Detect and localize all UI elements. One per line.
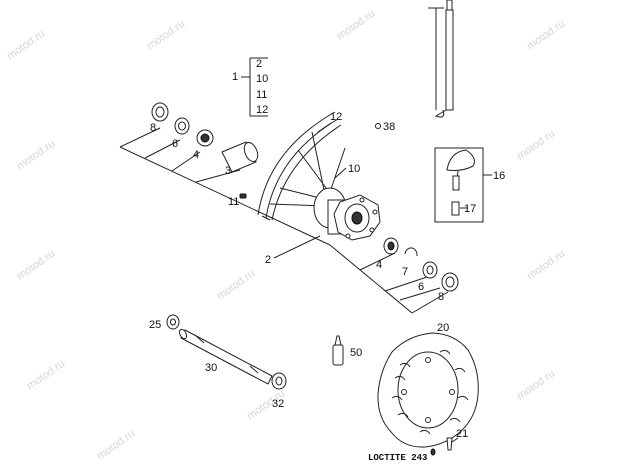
callout-6-bottom: 6	[418, 281, 424, 293]
callout-8-top: 8	[150, 122, 156, 134]
disc-screw	[446, 437, 459, 451]
lower-leader-lines	[329, 244, 449, 314]
watermark-text: motod.ru	[25, 358, 67, 393]
callout-11: 11	[228, 196, 239, 208]
callout-7: 7	[402, 266, 408, 278]
callout-25: 25	[149, 319, 161, 331]
kit-bracket: 1 2 10 11 12	[232, 57, 268, 117]
callout-3: 3	[225, 165, 231, 177]
axle-nut	[166, 314, 180, 330]
callout-4-top: 4	[193, 149, 199, 161]
wheel-hub	[313, 187, 381, 241]
valve-kit-box	[434, 147, 492, 223]
callout-10: 10	[348, 163, 360, 175]
bearing-top	[196, 129, 214, 147]
callout-2: 2	[265, 254, 271, 266]
watermark-text: motod.ru	[515, 368, 557, 403]
watermark-text: motod.ru	[525, 248, 567, 283]
callout-21: 21	[456, 428, 468, 440]
kit-item: 10	[256, 73, 268, 85]
upper-leader-lines	[119, 127, 331, 246]
callout-6-top: 6	[172, 138, 178, 150]
watermark-text: motod.ru	[215, 268, 257, 303]
watermark-text: motod.ru	[95, 428, 137, 463]
callout-50: 50	[350, 347, 362, 359]
kit-number: 1	[232, 71, 238, 83]
watermark-text: motod.ru	[525, 18, 567, 53]
kit-item: 11	[256, 89, 267, 101]
distance-sleeve	[221, 141, 259, 173]
seal-ring-bottom	[441, 272, 459, 292]
callout-16: 16	[493, 170, 505, 182]
kit-item: 2	[256, 58, 262, 70]
watermark-text: motod.ru	[5, 28, 47, 63]
watermark-text: motod.ru	[515, 128, 557, 163]
bearing-bottom	[383, 237, 399, 255]
callout-4-bottom: 4	[376, 259, 382, 271]
seal-ring-top	[151, 102, 169, 122]
axle-collar	[271, 372, 287, 390]
callout-30: 30	[205, 362, 217, 374]
watermark-text: motod.ru	[15, 248, 57, 283]
watermark-text: motod.ru	[145, 18, 187, 53]
brake-disc-icon	[377, 332, 479, 448]
circlip	[404, 247, 418, 257]
watermark-text: motod.ru	[15, 138, 57, 173]
tire-lever	[428, 0, 454, 118]
spacer-ring-top	[174, 117, 190, 135]
callout-8-bottom: 8	[438, 291, 444, 303]
watermark-text: motod.ru	[335, 8, 377, 43]
loctite-label: LOCTITE 243	[368, 453, 427, 463]
callout-32: 32	[272, 398, 284, 410]
callout-38: 38	[383, 121, 395, 133]
kit-item: 12	[256, 104, 268, 116]
screw-38	[375, 123, 381, 129]
callout-20: 20	[437, 322, 449, 334]
watermark-layer: motod.ru motod.ru motod.ru motod.ru moto…	[5, 8, 567, 463]
loctite-drop-icon	[430, 448, 436, 456]
spoke-nipple-icon	[239, 193, 247, 199]
callout-12: 12	[330, 111, 342, 123]
spacer-ring-bottom	[422, 261, 438, 279]
threadlock-bottle	[332, 335, 344, 366]
callout-17: 17	[464, 203, 476, 215]
axle-icon	[178, 328, 273, 385]
